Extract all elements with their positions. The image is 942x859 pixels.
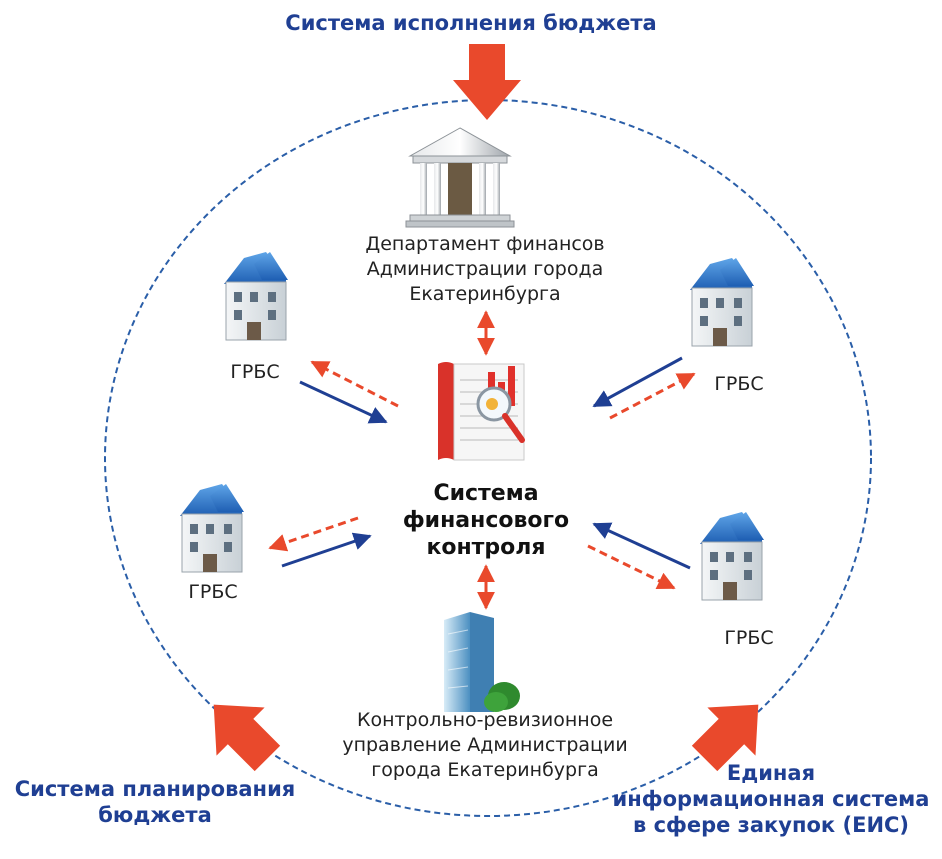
finance-department-label: Департамент финансов Администрации город… [330,232,640,307]
center-to-grbs-bottom-right-arrow [587,544,676,590]
government-building-icon [405,127,515,228]
office-tower-icon [444,612,520,712]
budget-planning-system-label: Система планирования бюджета [0,776,310,828]
eis-line-2: информационная система [612,787,930,811]
finance-department-line-1: Департамент финансов [365,233,605,255]
eis-system-label: Единая информационная система в сфере за… [600,760,942,838]
grbs-top-right-to-center-arrow [592,356,683,408]
audit-department-label: Контрольно-ревизионное управление Админи… [320,708,650,783]
center-to-grbs-top-left-arrow [310,360,399,408]
grbs-bottom-left-to-center-arrow [281,532,372,568]
grbs-label-bottom-right: ГРБС [724,627,774,649]
grbs-label-top-right: ГРБС [714,373,764,395]
center-line-2: финансового [402,508,570,533]
house-icon-bottom-left [180,484,244,573]
center-to-grbs-top-right-arrow [609,372,696,420]
finance-department-line-3: Екатеринбурга [409,283,561,305]
center-line-1: Система [433,481,539,506]
financial-analysis-icon [438,362,525,461]
house-icon-bottom-right [700,512,764,601]
grbs-label-bottom-left: ГРБС [188,581,238,603]
top-input-arrow [453,44,521,120]
financial-control-system-label: Система финансового контроля [386,480,586,561]
house-icon-top-right [690,258,754,347]
center-line-3: контроля [426,535,546,560]
audit-department-line-1: Контрольно-ревизионное [356,709,614,731]
eis-line-3: в сфере закупок (ЕИС) [632,813,910,837]
finance-department-line-2: Администрации города [366,258,604,280]
eis-line-1: Единая [726,761,816,785]
audit-department-line-3: города Екатеринбурга [371,759,599,781]
audit-department-line-2: управление Администрации [342,734,628,756]
budget-planning-line-2: бюджета [98,803,212,827]
grbs-label-top-left: ГРБС [230,361,280,383]
bottom-left-input-arrow [213,704,281,772]
grbs-top-left-to-center-arrow [299,380,388,424]
budget-execution-system-label: Система исполнения бюджета [285,11,657,35]
grbs-bottom-right-to-center-arrow [592,522,691,570]
budget-planning-line-1: Система планирования [14,777,296,801]
bottom-right-input-arrow [691,704,759,772]
house-icon-top-left [224,252,288,341]
center-to-grbs-bottom-left-arrow [268,516,359,552]
